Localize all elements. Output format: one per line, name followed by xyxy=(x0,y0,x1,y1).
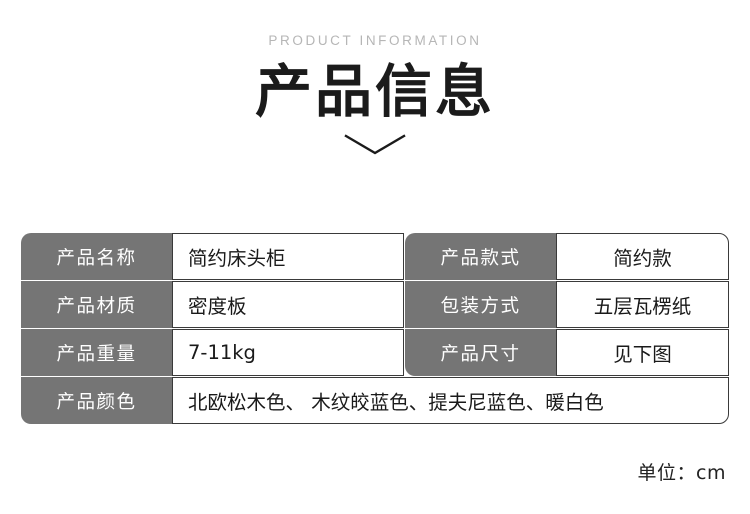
spec-value-product-color: 北欧松木色、 木纹皎蓝色、提夫尼蓝色、暖白色 xyxy=(172,377,729,424)
spec-value-packaging: 五层瓦楞纸 xyxy=(556,281,729,328)
spec-value-product-style: 简约款 xyxy=(556,233,729,280)
spec-label-product-weight: 产品重量 xyxy=(21,329,172,376)
spec-label-product-style: 产品款式 xyxy=(405,233,556,280)
chevron-down-icon xyxy=(0,132,750,158)
column-gap xyxy=(404,233,405,280)
spec-label-product-material: 产品材质 xyxy=(21,281,172,328)
eyebrow-text: PRODUCT INFORMATION xyxy=(268,33,482,48)
spec-label-product-color: 产品颜色 xyxy=(21,377,172,424)
spec-value-product-size: 见下图 xyxy=(556,329,729,376)
page-header: PRODUCT INFORMATION 产品信息 xyxy=(0,0,750,158)
table-row: 产品重量 7-11kg 产品尺寸 见下图 xyxy=(21,329,729,376)
spec-value-product-material: 密度板 xyxy=(172,281,404,328)
table-row: 产品名称 简约床头柜 产品款式 简约款 xyxy=(21,233,729,280)
product-spec-table: 产品名称 简约床头柜 产品款式 简约款 产品材质 密度板 包装方式 五层瓦楞纸 … xyxy=(21,233,729,424)
spec-label-product-size: 产品尺寸 xyxy=(405,329,556,376)
column-gap xyxy=(404,281,405,328)
table-row: 产品颜色 北欧松木色、 木纹皎蓝色、提夫尼蓝色、暖白色 xyxy=(21,377,729,424)
column-gap xyxy=(404,329,405,376)
spec-label-packaging: 包装方式 xyxy=(405,281,556,328)
spec-value-product-weight: 7-11kg xyxy=(172,329,404,376)
page-title: 产品信息 xyxy=(255,58,495,125)
table-row: 产品材质 密度板 包装方式 五层瓦楞纸 xyxy=(21,281,729,328)
unit-note: 单位：cm xyxy=(637,462,726,484)
spec-label-product-name: 产品名称 xyxy=(21,233,172,280)
spec-value-product-name: 简约床头柜 xyxy=(172,233,404,280)
